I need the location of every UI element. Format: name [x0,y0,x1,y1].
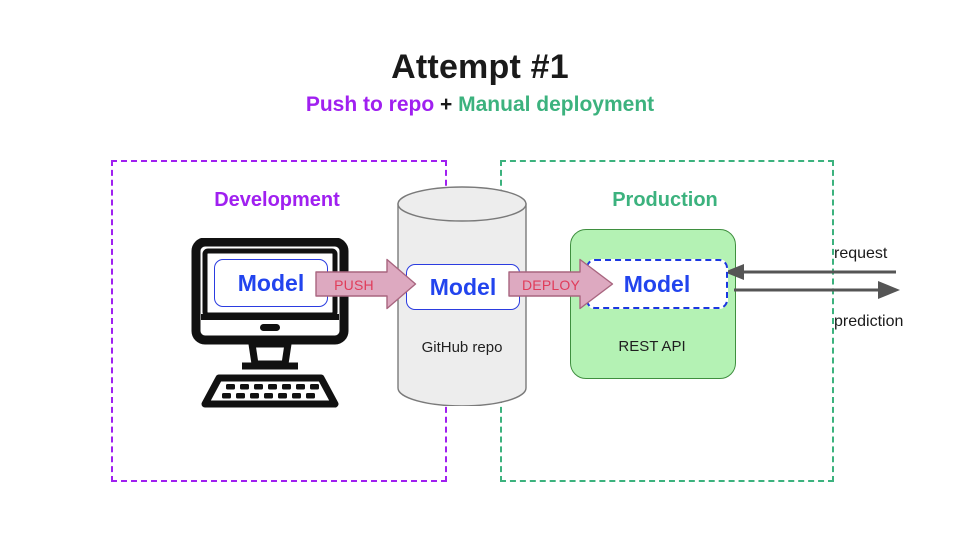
production-region-label: Production [612,189,718,211]
rest-api-caption: REST API [618,338,686,355]
push-arrow-shape [315,258,417,310]
repo-model-chip: Model [406,264,520,310]
subtitle-push-segment: Push to repo [305,93,435,116]
page-title: Attempt #1 [391,48,569,86]
repo-model-label: Model [429,273,497,300]
request-prediction-arrows [720,250,920,310]
deploy-arrow-label: DEPLOY [522,277,580,293]
deploy-arrow-shape [508,258,614,310]
prediction-arrow-label: prediction [834,313,904,330]
page-subtitle: Push to repo + Manual deployment [0,93,960,117]
development-region-label: Development [214,189,340,211]
repo-caption: GitHub repo [421,339,503,356]
push-arrow-label: PUSH [334,277,374,293]
subtitle-manual-segment: Manual deployment [458,93,655,116]
request-arrow-label: request [834,245,888,262]
prod-model-label: Model [623,270,691,297]
subtitle-plus-separator: + [434,93,459,116]
dev-model-chip: Model [214,259,328,307]
dev-model-label: Model [237,269,305,296]
